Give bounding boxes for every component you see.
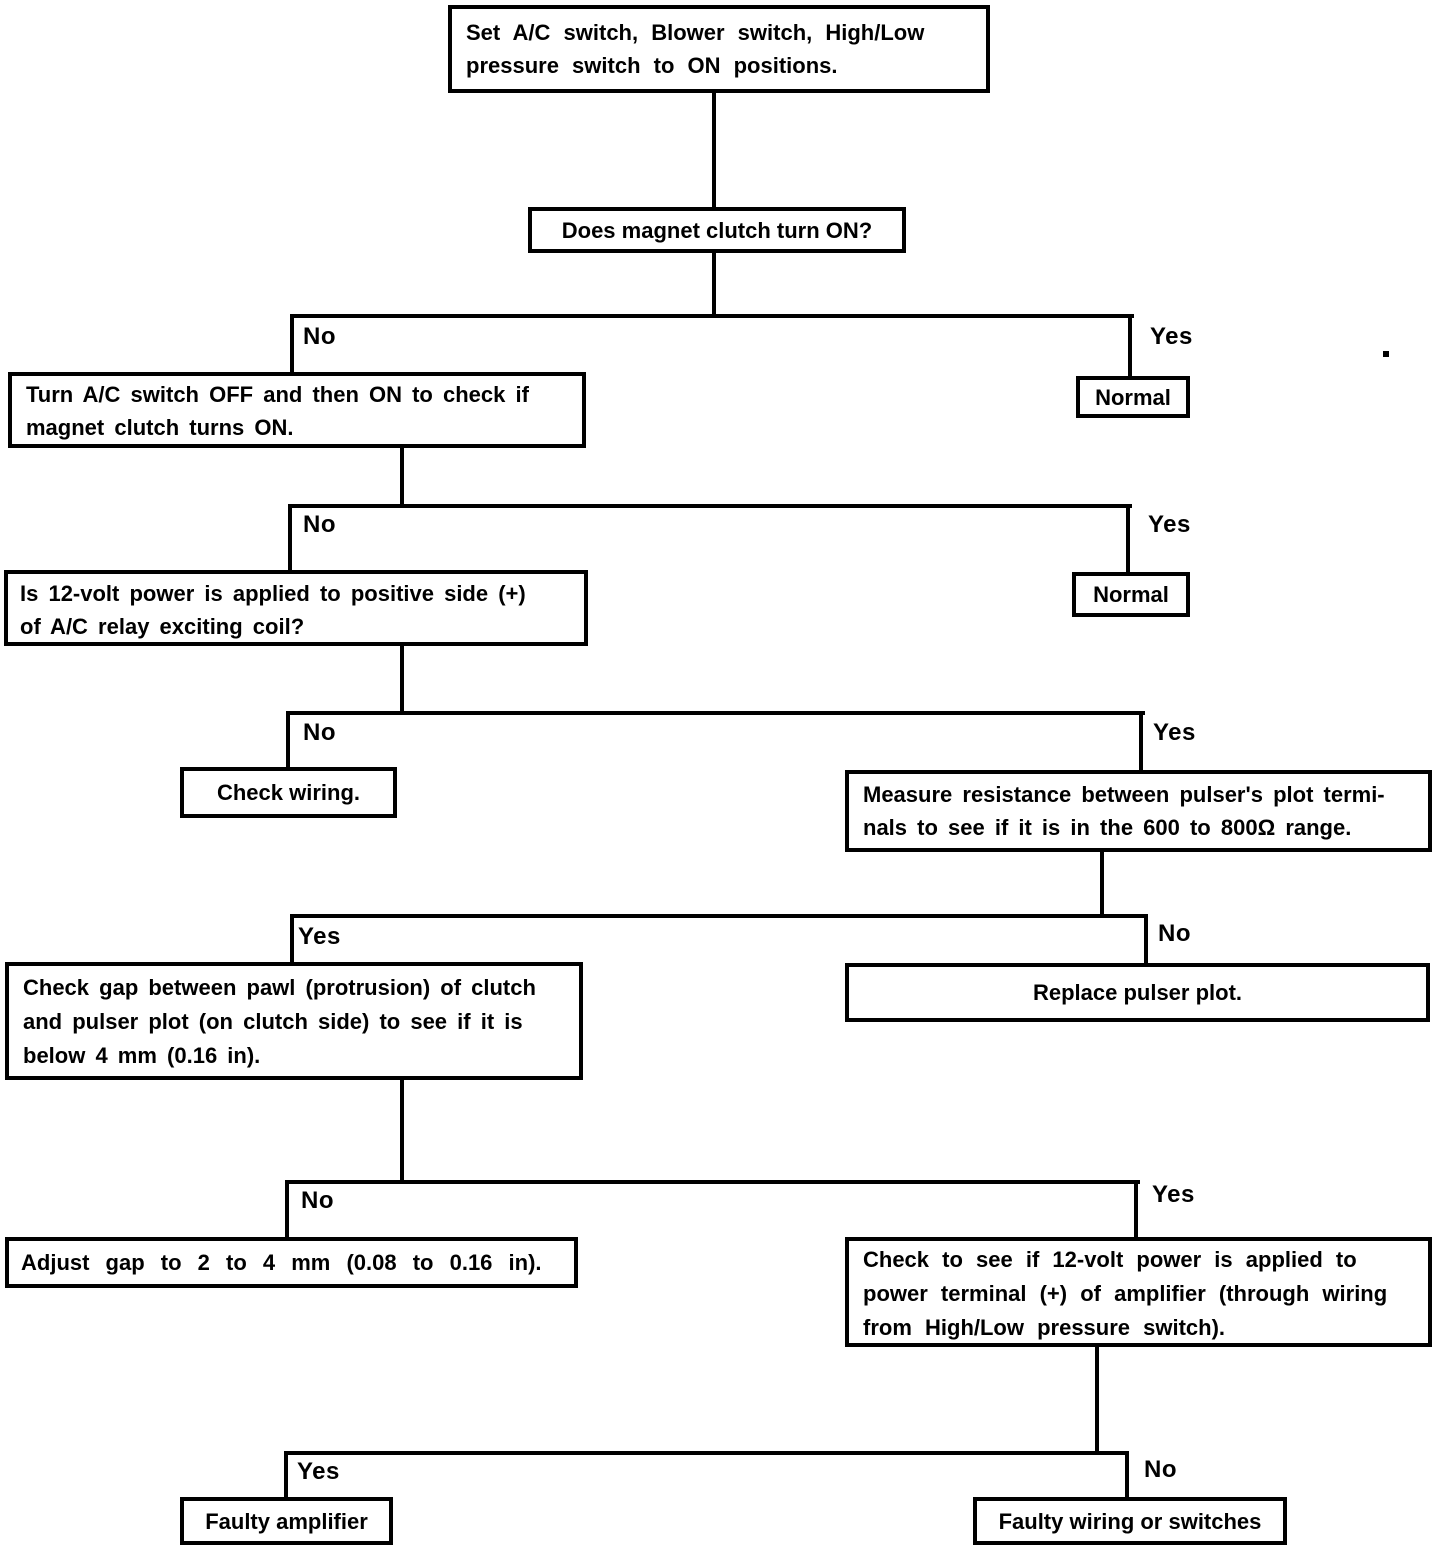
- connector: [400, 645, 404, 715]
- edge-label-yes: Yes: [1150, 323, 1193, 350]
- connector: [284, 1451, 288, 1497]
- edge-label-yes: Yes: [298, 923, 341, 950]
- node-check-wiring: Check wiring.: [180, 767, 397, 818]
- node-replace-pulser-plot: Replace pulser plot.: [845, 963, 1430, 1022]
- connector: [290, 914, 294, 962]
- connector: [288, 504, 1132, 508]
- node-check-gap: Check gap between pawl (protrusion) of c…: [5, 962, 583, 1080]
- edge-label-no: No: [303, 323, 336, 350]
- node-clutch-question: Does magnet clutch turn ON?: [528, 207, 906, 253]
- node-faulty-amplifier: Faulty amplifier: [180, 1497, 393, 1545]
- node-adjust-gap: Adjust gap to 2 to 4 mm (0.08 to 0.16 in…: [5, 1237, 578, 1288]
- connector: [290, 314, 294, 372]
- connector: [1125, 1451, 1129, 1497]
- node-relay-power-question: Is 12-volt power is applied to positive …: [4, 570, 588, 646]
- node-normal-result: Normal: [1072, 572, 1190, 617]
- connector: [1144, 914, 1148, 963]
- edge-label-no: No: [301, 1187, 334, 1214]
- node-measure-resistance: Measure resistance between pulser's plot…: [845, 770, 1432, 852]
- edge-label-no: No: [303, 719, 336, 746]
- connector: [1139, 711, 1143, 770]
- connector: [290, 314, 1134, 318]
- connector: [1128, 314, 1132, 376]
- edge-label-yes: Yes: [1152, 1181, 1195, 1208]
- node-retry-ac-switch: Turn A/C switch OFF and then ON to check…: [8, 372, 586, 448]
- connector: [1100, 852, 1104, 918]
- connector: [286, 711, 1145, 715]
- edge-label-no: No: [303, 511, 336, 538]
- connector: [1095, 1345, 1099, 1455]
- node-start: Set A/C switch, Blower switch, High/Low …: [448, 5, 990, 93]
- connector: [286, 711, 290, 767]
- connector: [712, 93, 716, 207]
- edge-label-no: No: [1158, 920, 1191, 947]
- node-faulty-wiring: Faulty wiring or switches: [973, 1497, 1287, 1545]
- connector: [284, 1451, 1129, 1455]
- connector: [285, 1180, 289, 1237]
- connector: [290, 914, 1148, 918]
- edge-label-yes: Yes: [1153, 719, 1196, 746]
- edge-label-no: No: [1144, 1456, 1177, 1483]
- connector: [400, 446, 404, 508]
- connector: [1134, 1180, 1138, 1237]
- connector: [712, 253, 716, 318]
- connector: [400, 1080, 404, 1184]
- edge-label-yes: Yes: [297, 1458, 340, 1485]
- node-amplifier-power-check: Check to see if 12-volt power is applied…: [845, 1237, 1432, 1347]
- edge-label-yes: Yes: [1148, 511, 1191, 538]
- connector: [1126, 504, 1130, 572]
- node-normal-result: Normal: [1076, 376, 1190, 418]
- connector: [285, 1180, 1140, 1184]
- stray-mark: [1383, 351, 1389, 357]
- connector: [288, 504, 292, 570]
